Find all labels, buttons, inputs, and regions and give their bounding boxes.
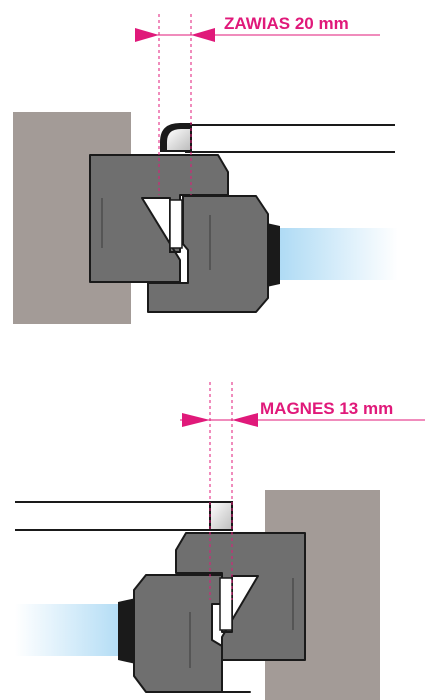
hinge-knuckle — [160, 123, 192, 152]
hinge-dimension-label: ZAWIAS 20 mm — [224, 14, 349, 33]
magnet-arrow-left — [182, 413, 210, 427]
hinge-arrow-right — [191, 28, 215, 42]
hinge-arrow-left — [135, 28, 159, 42]
hinge-dimension-guides — [158, 14, 192, 195]
magnet-block — [209, 501, 233, 531]
glass-seal-bottom — [118, 598, 136, 664]
magnet-dimension-guides — [209, 382, 233, 600]
frame-profile-bottom — [175, 532, 306, 661]
magnet-detail: MAGNES 13 mm — [15, 382, 425, 700]
door-panel-top — [185, 124, 395, 153]
door-panel-bottom — [15, 501, 212, 531]
magnet-arrow-right — [232, 413, 258, 427]
hinge-detail: ZAWIAS 20 mm — [13, 14, 398, 324]
magnet-dimension-label: MAGNES 13 mm — [260, 399, 393, 418]
